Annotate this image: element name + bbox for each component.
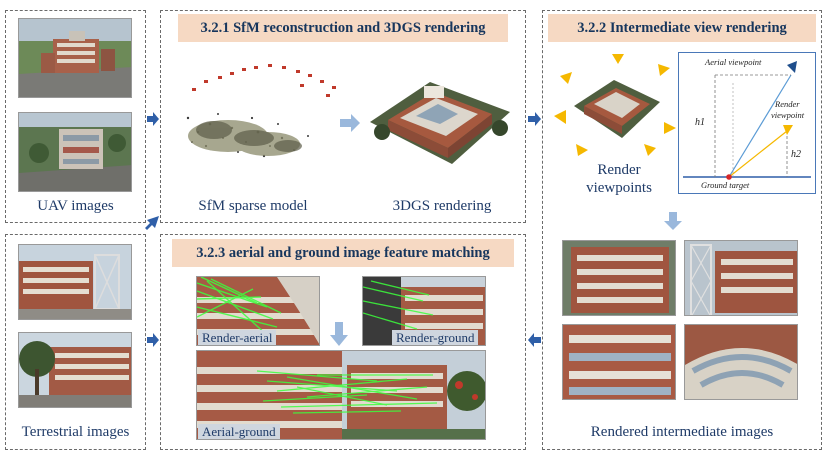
rendered-to-matching-arrow (528, 333, 541, 347)
render-to-aerial-ground-arrow (330, 322, 348, 346)
rendered-image-3 (562, 324, 676, 400)
matching-title: 3.2.3 aerial and ground image feature ma… (172, 239, 514, 267)
viewpoints-caption-2: viewpoints (586, 180, 652, 196)
ground-target-label: Ground target (701, 180, 750, 190)
sfm-title: 3.2.1 SfM reconstruction and 3DGS render… (178, 14, 508, 42)
sfm-sparse-model (168, 58, 346, 170)
uav-to-sfm-arrow (147, 112, 159, 126)
uav-photo-1 (18, 18, 132, 98)
render-viewpoint-label-2: viewpoint (771, 110, 805, 120)
rendered-image-1 (562, 240, 676, 316)
sfm-to-intermediate-arrow (528, 112, 541, 126)
render-ground-label: Render-ground (392, 330, 479, 345)
h1-label: h1 (695, 117, 705, 128)
render-viewpoint-label-1: Render (775, 99, 800, 109)
viewpoints-caption-1: Render (597, 162, 641, 178)
rendered-image-2 (684, 240, 798, 316)
rendered-image-4 (684, 324, 798, 400)
h2-label: h2 (791, 149, 801, 160)
aerial-ground-label: Aerial-ground (198, 424, 280, 439)
intermediate-view-panel (542, 10, 822, 450)
terrestrial-to-matching-arrow (147, 333, 159, 347)
terrestrial-photo-2 (18, 332, 132, 408)
render-aerial-label: Render-aerial (198, 330, 277, 345)
intermediate-title: 3.2.2 Intermediate view rendering (548, 14, 816, 42)
sfm-sparse-caption: SfM sparse model (198, 198, 308, 214)
terrestrial-caption: Terrestrial images (21, 424, 130, 440)
viewpoints-down-arrow (664, 212, 682, 230)
3dgs-rendering-caption: 3DGS rendering (392, 198, 492, 214)
render-viewpoints-model (552, 52, 678, 158)
uav-photo-2 (18, 112, 132, 192)
sfm-to-3dgs-arrow (340, 114, 360, 132)
terrestrial-images-panel (5, 234, 146, 450)
3dgs-rendering-model (360, 52, 520, 182)
uav-to-matching-arrow (145, 216, 159, 230)
sfm-panel (160, 10, 526, 223)
aerial-viewpoint-label: Aerial viewpoint (705, 57, 762, 67)
uav-caption: UAV images (37, 198, 114, 214)
viewpoint-geometry-diagram: Aerial viewpoint Render viewpoint h1 h2 … (678, 52, 816, 194)
matching-panel (160, 234, 526, 450)
terrestrial-photo-1 (18, 244, 132, 320)
rendered-intermediate-caption: Rendered intermediate images (590, 424, 774, 440)
uav-images-panel (5, 10, 146, 223)
